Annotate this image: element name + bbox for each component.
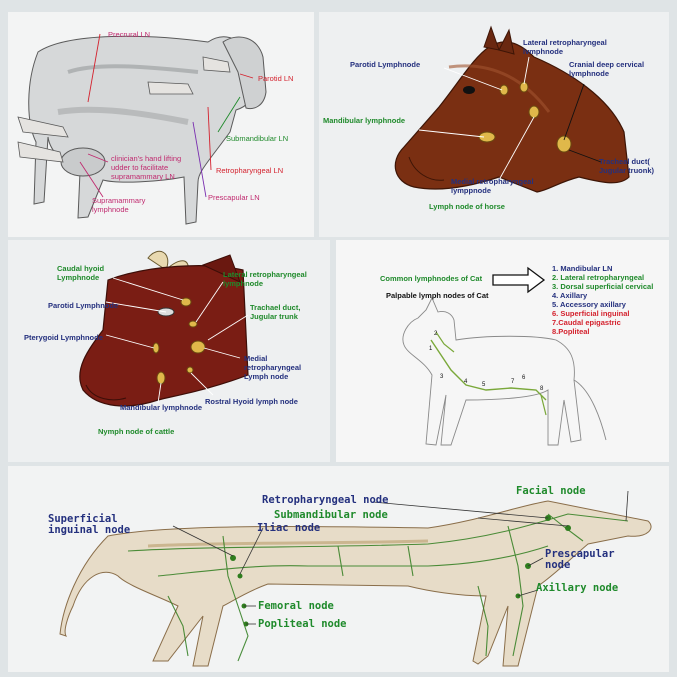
horse-panel: Lateral retropharyngeal lvmphnode Paroti… (319, 12, 669, 237)
dog-femoral-label: Femoral node (258, 601, 334, 612)
cat-mark-5: 5 (482, 381, 485, 390)
dog-popliteal-label: Popliteal node (258, 619, 347, 630)
dog-axillary-label: Axillary node (536, 583, 618, 594)
cat-mark-7: 7 (511, 378, 514, 387)
cow-submandibular-label: Submandibular LN (226, 134, 288, 143)
cattle-caudal-hyoid-label: Caudal hyoid Lymphnode (57, 264, 104, 282)
cattle-lateral-retro-label: Lateral retropharyngeal lymphnode (223, 270, 307, 288)
cow-prescapular-label: Prescapular LN (208, 193, 260, 202)
horse-parotid-label: Parotid Lymphnode (350, 60, 420, 69)
cattle-caption: Nymph node of cattle (98, 427, 174, 436)
cat-node-item: 3. Dorsal superficial cervical (552, 282, 653, 291)
cattle-medial-retro-label: Medial retropharyngeal Lymph node (244, 354, 301, 381)
cat-node-item: 5. Accessory axillary (552, 300, 653, 309)
cattle-pterygoid-label: Pterygoid Lymphnode (24, 333, 103, 342)
cat-node-item: 2. Lateral retropharyngeal (552, 273, 653, 282)
dog-superficial-inguinal-label: Superficial inguinal node (48, 514, 130, 536)
cat-mark-8: 8 (540, 385, 543, 394)
horse-lateral-retro-label: Lateral retropharyngeal lvmphnode (523, 38, 607, 56)
horse-tracheal-label: Tracheal duct( Jugular truonk) (599, 157, 654, 175)
cow-clinician-label: clinician's hand lifting udder to facili… (111, 154, 181, 181)
dog-retropharyngeal-label: Retropharyngeal node (262, 495, 388, 506)
cattle-mandibular-label: Mandibular lymphnode (120, 403, 202, 412)
dog-prescapular-label: Prescapular node (545, 549, 615, 571)
horse-cranial-cervical-label: Cranial deep cervical lymphnode (569, 60, 644, 78)
dog-panel: Retropharyngeal node Facial node Submand… (8, 466, 669, 672)
cattle-panel: Caudal hyoid Lymphnode Lateral retrophar… (8, 240, 330, 462)
dog-submandibular-label: Submandibular node (274, 510, 388, 521)
cat-common-label: Common lymphnodes of Cat (380, 274, 482, 283)
cow-supramammary-label: Supramammary lymphnode (92, 196, 145, 214)
horse-caption: Lymph node of horse (429, 202, 505, 211)
horse-medial-retro-label: Medial retropharyngeal lymppnode (451, 177, 534, 195)
cattle-parotid-label: Parotid Lymphnode (48, 301, 118, 310)
cattle-tracheal-label: Trachael duct, Jugular trunk (250, 303, 300, 321)
cat-mark-2: 2 (434, 330, 437, 339)
cow-retropharyngeal-label: Retropharyngeal LN (216, 166, 283, 175)
cow-parotid-label: Parotid LN (258, 74, 293, 83)
cat-node-list: 1. Mandibular LN 2. Lateral retropharyng… (552, 264, 653, 336)
cat-node-item: 7.Caudal epigastric (552, 318, 653, 327)
cat-node-item: 8.Popliteal (552, 327, 653, 336)
cat-mark-4: 4 (464, 378, 467, 387)
cat-panel: Common lymphnodes of Cat Palpable lymph … (336, 240, 669, 462)
cat-node-item: 6. Superficial inguinal (552, 309, 653, 318)
cattle-rostral-hyoid-label: Rostral Hyoid lymph node (205, 397, 298, 406)
dog-iliac-label: Iliac node (257, 523, 320, 534)
horse-mandibular-label: Mandibular lymphnode (323, 116, 405, 125)
cat-node-item: 1. Mandibular LN (552, 264, 653, 273)
dog-facial-label: Facial node (516, 486, 586, 497)
cat-palpable-label: Palpable lymph nodes of Cat (386, 291, 489, 300)
cat-mark-3: 3 (440, 373, 443, 382)
cat-mark-1: 1 (429, 345, 432, 354)
cat-mark-6: 6 (522, 374, 525, 383)
cow-precrural-label: Precrural LN (108, 30, 150, 39)
cow-illustration (8, 12, 314, 237)
cat-node-item: 4. Axillary (552, 291, 653, 300)
cow-panel: Precrural LN Parotid LN Submandibular LN… (8, 12, 314, 237)
